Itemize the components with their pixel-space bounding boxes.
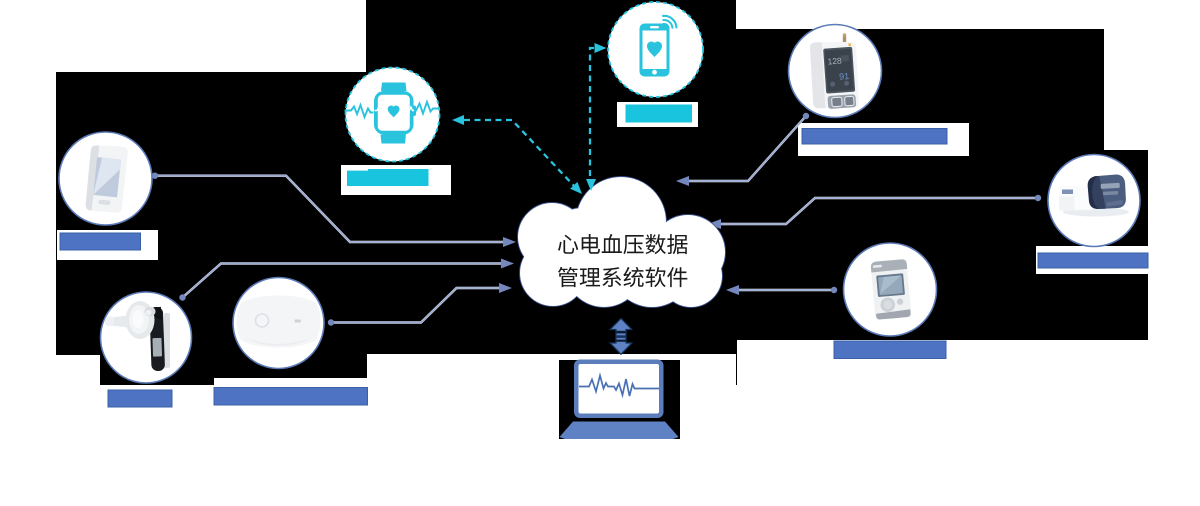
svg-text:91: 91 [839, 71, 850, 82]
svg-text:128: 128 [827, 55, 842, 66]
